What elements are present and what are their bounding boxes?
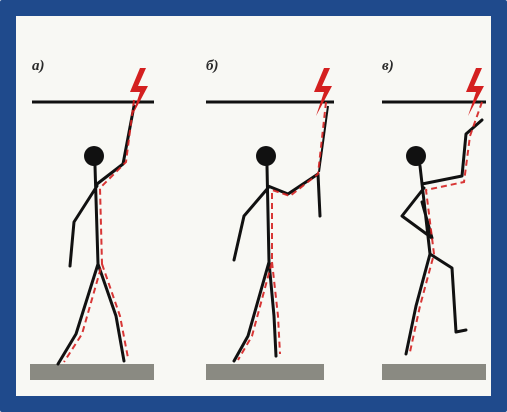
ground-slab-c [382, 364, 486, 380]
person-figure-b [234, 106, 328, 361]
panel-b [206, 68, 334, 380]
panel-c [382, 68, 486, 380]
electrical-hazard-illustration [16, 16, 491, 396]
panel-a [30, 68, 154, 380]
lightning-bolt-icon [314, 68, 332, 116]
person-figure-c [402, 120, 482, 354]
current-path-c [410, 102, 482, 352]
ground-slab-b [206, 364, 324, 380]
ground-slab-a [30, 364, 154, 380]
diagram-canvas: а) б) в) [16, 16, 491, 396]
lightning-bolt-icon [466, 68, 484, 116]
